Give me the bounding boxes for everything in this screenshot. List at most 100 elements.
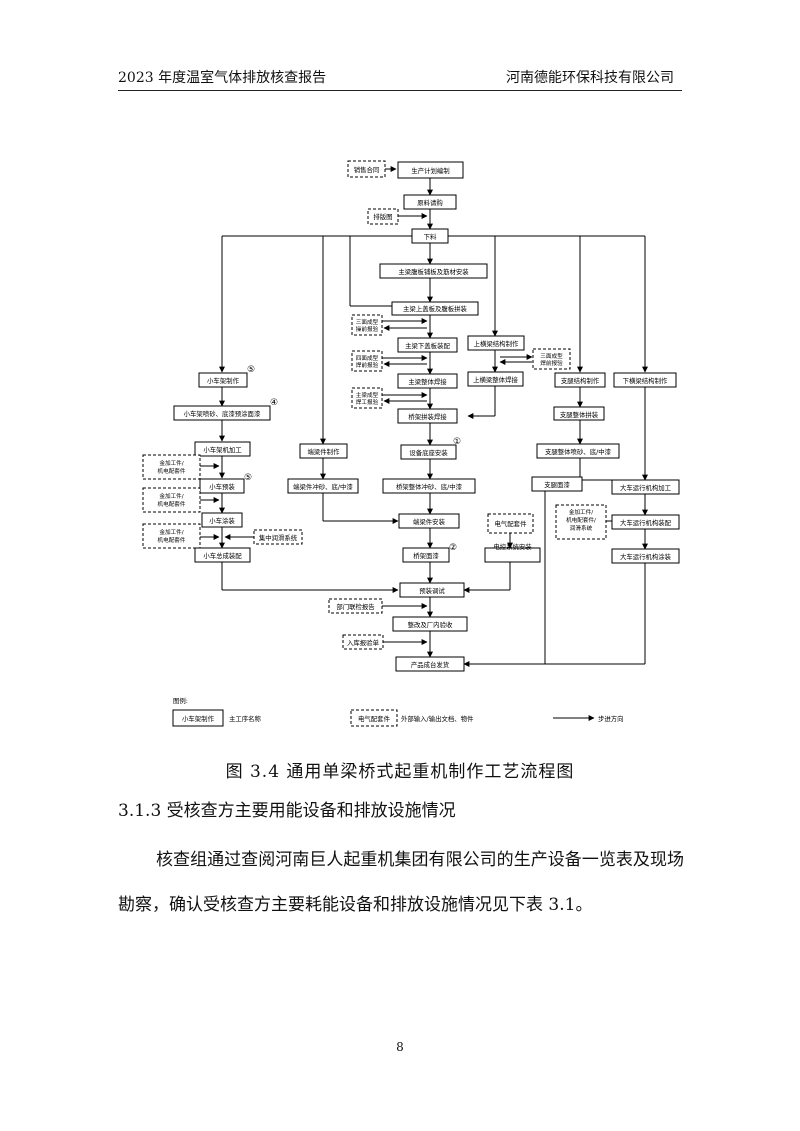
legend-process-box <box>172 709 224 727</box>
label-bridge-blast: 桥架整体冲砂、底/中漆 <box>396 482 463 491</box>
label-trolley-machining: 小车架机加工 <box>203 445 242 454</box>
legend-external-example: 电气配套件 <box>358 714 391 723</box>
label-trolley-final: 小车总成装配 <box>203 551 242 560</box>
legend-process-example: 小车架制作 <box>182 714 215 723</box>
label-main-beam-web: 主梁腹板铺板及筋材安装 <box>398 267 469 276</box>
node-trolley-final <box>194 547 251 563</box>
node-dept-report <box>328 598 383 614</box>
node-main-beam-weld <box>397 373 458 389</box>
label-upper-track-weld: 上横梁整体焊接 <box>473 375 518 384</box>
flow-connectors <box>200 166 648 721</box>
label-acceptance: 整改及厂内验收 <box>408 620 453 629</box>
label-leg-blast: 支腿整体喷砂、底/中漆 <box>545 447 612 456</box>
node-cutting <box>411 228 449 244</box>
node-crane-travel <box>611 479 680 495</box>
node-parts-3 <box>142 523 201 549</box>
step-number-1: ① <box>453 437 461 447</box>
label-pre-test: 预装调试 <box>419 586 445 595</box>
step-number-4: ④ <box>270 398 278 408</box>
node-production-plan <box>397 161 464 179</box>
node-qc3-check <box>351 314 383 336</box>
node-acceptance <box>392 616 468 632</box>
header-divider <box>118 90 682 91</box>
node-raw-material <box>403 194 457 210</box>
legend-arrow-desc: 步进方向 <box>598 714 624 723</box>
node-main-beam-form <box>351 387 383 409</box>
node-bridge-topcoat <box>402 547 450 563</box>
step-number-5b: ⑤ <box>244 473 252 483</box>
label-leg-topcoat: 支腿面漆 <box>544 480 570 489</box>
label-raw-material: 原料请购 <box>417 198 443 207</box>
node-trolley-pre <box>199 478 245 494</box>
header-title: 2023 年度温室气体排放核查报告 <box>118 70 327 86</box>
label-trolley-pre: 小车预装 <box>209 482 235 491</box>
node-lube-system <box>253 529 303 545</box>
section-heading: 3.1.3 受核查方主要用能设备和排放设施情况 <box>118 801 456 821</box>
label-trolley-frame: 小车架制作 <box>207 376 240 385</box>
step-number-2: ② <box>449 543 457 553</box>
process-flowchart: 销售合同 生产计划编制 原料请购 排版图 下料 主梁腹板铺板及筋材安装 主梁上盖… <box>142 160 680 727</box>
label-layout-drawing: 排版图 <box>373 212 392 221</box>
body-paragraph: 核查组通过查阅河南巨人起重机集团有限公司的生产设备一览表及现场勘察，确认受核查方… <box>118 850 684 915</box>
node-qc3-check-b <box>532 348 571 370</box>
node-main-beam-upper <box>391 301 479 316</box>
page-number: 8 <box>396 1040 404 1054</box>
node-trolley-blast <box>173 405 271 421</box>
node-upper-track-weld <box>467 371 524 387</box>
node-leg-struct <box>554 372 606 388</box>
label-bridge-topcoat: 桥架面漆 <box>413 551 439 560</box>
node-sales-contract <box>347 160 386 178</box>
node-main-beam-web <box>379 263 488 279</box>
node-leg-topcoat <box>531 476 583 492</box>
node-crane-travel-assy <box>611 514 680 530</box>
legend-external-box <box>350 709 398 727</box>
node-trolley-frame <box>198 372 248 388</box>
step-number-5a: ⑤ <box>247 365 255 375</box>
label-main-beam-upper: 主梁上盖板及腹板拼装 <box>403 304 468 313</box>
node-parts-2 <box>142 487 201 513</box>
label-crane-travel-assy: 大车运行机构装配 <box>620 518 672 527</box>
node-trolley-paint <box>201 512 243 528</box>
label-sales-contract: 销售合同 <box>354 165 380 174</box>
label-parts-2: 金加工件/机电配套件 <box>158 492 186 508</box>
label-electric-parts: 电气配套件 <box>495 519 528 528</box>
node-electric-parts <box>487 513 534 534</box>
node-parts-1 <box>142 454 201 480</box>
label-lube-system: 集中润滑系统 <box>259 533 298 542</box>
node-crane-travel-paint <box>611 548 680 564</box>
label-crane-travel-paint: 大车运行机构涂装 <box>620 552 672 561</box>
node-lower-track <box>613 372 677 388</box>
label-bridge-assembly: 桥架拼装焊接 <box>408 412 447 421</box>
node-main-beam-lower <box>397 337 458 353</box>
label-upper-track: 上横梁结构制作 <box>474 339 519 348</box>
legend-external-desc: 外部输入/输出文档、物件 <box>401 714 474 723</box>
label-qc3-check: 三面成型操前报验 <box>356 318 379 333</box>
node-qc4-check <box>351 350 383 372</box>
label-lower-track: 下横梁结构制作 <box>623 376 668 385</box>
label-cutting: 下料 <box>424 232 437 241</box>
node-bridge-assembly <box>397 408 458 424</box>
node-leg-blast <box>536 443 620 459</box>
label-qc3-check-b: 三面成型焊前报验 <box>540 352 563 367</box>
label-trolley-blast: 小车架喷砂、底漆预涂面漆 <box>184 409 261 418</box>
label-end-beam: 端梁件制作 <box>308 447 341 456</box>
node-end-beam-install <box>398 513 460 529</box>
node-pre-test <box>399 582 465 598</box>
node-upper-track <box>467 335 525 351</box>
label-qc4-check: 四面成型焊前报验 <box>356 354 379 369</box>
node-end-beam-blast <box>287 478 359 494</box>
label-trolley-paint: 小车涂装 <box>209 516 235 525</box>
label-end-beam-blast: 端梁件冲砂、底/中漆 <box>293 482 353 491</box>
label-electric-install: 电控系统安装 <box>493 542 532 551</box>
label-main-beam-lower: 主梁下盖板装配 <box>405 341 450 350</box>
node-equip-base <box>400 444 457 460</box>
node-bridge-blast <box>382 478 476 494</box>
label-main-beam-weld: 主梁整体焊接 <box>408 377 447 386</box>
label-end-beam-install: 端梁件安装 <box>413 517 446 526</box>
node-layout-drawing <box>367 208 399 225</box>
node-electric-install <box>484 547 541 563</box>
label-parts-4: 金加工件/机电配套件/润滑系统 <box>566 508 596 532</box>
node-storage-sheet <box>342 634 384 650</box>
node-trolley-machining <box>194 441 251 457</box>
label-main-beam-form: 主梁成型焊工报验 <box>356 391 379 406</box>
